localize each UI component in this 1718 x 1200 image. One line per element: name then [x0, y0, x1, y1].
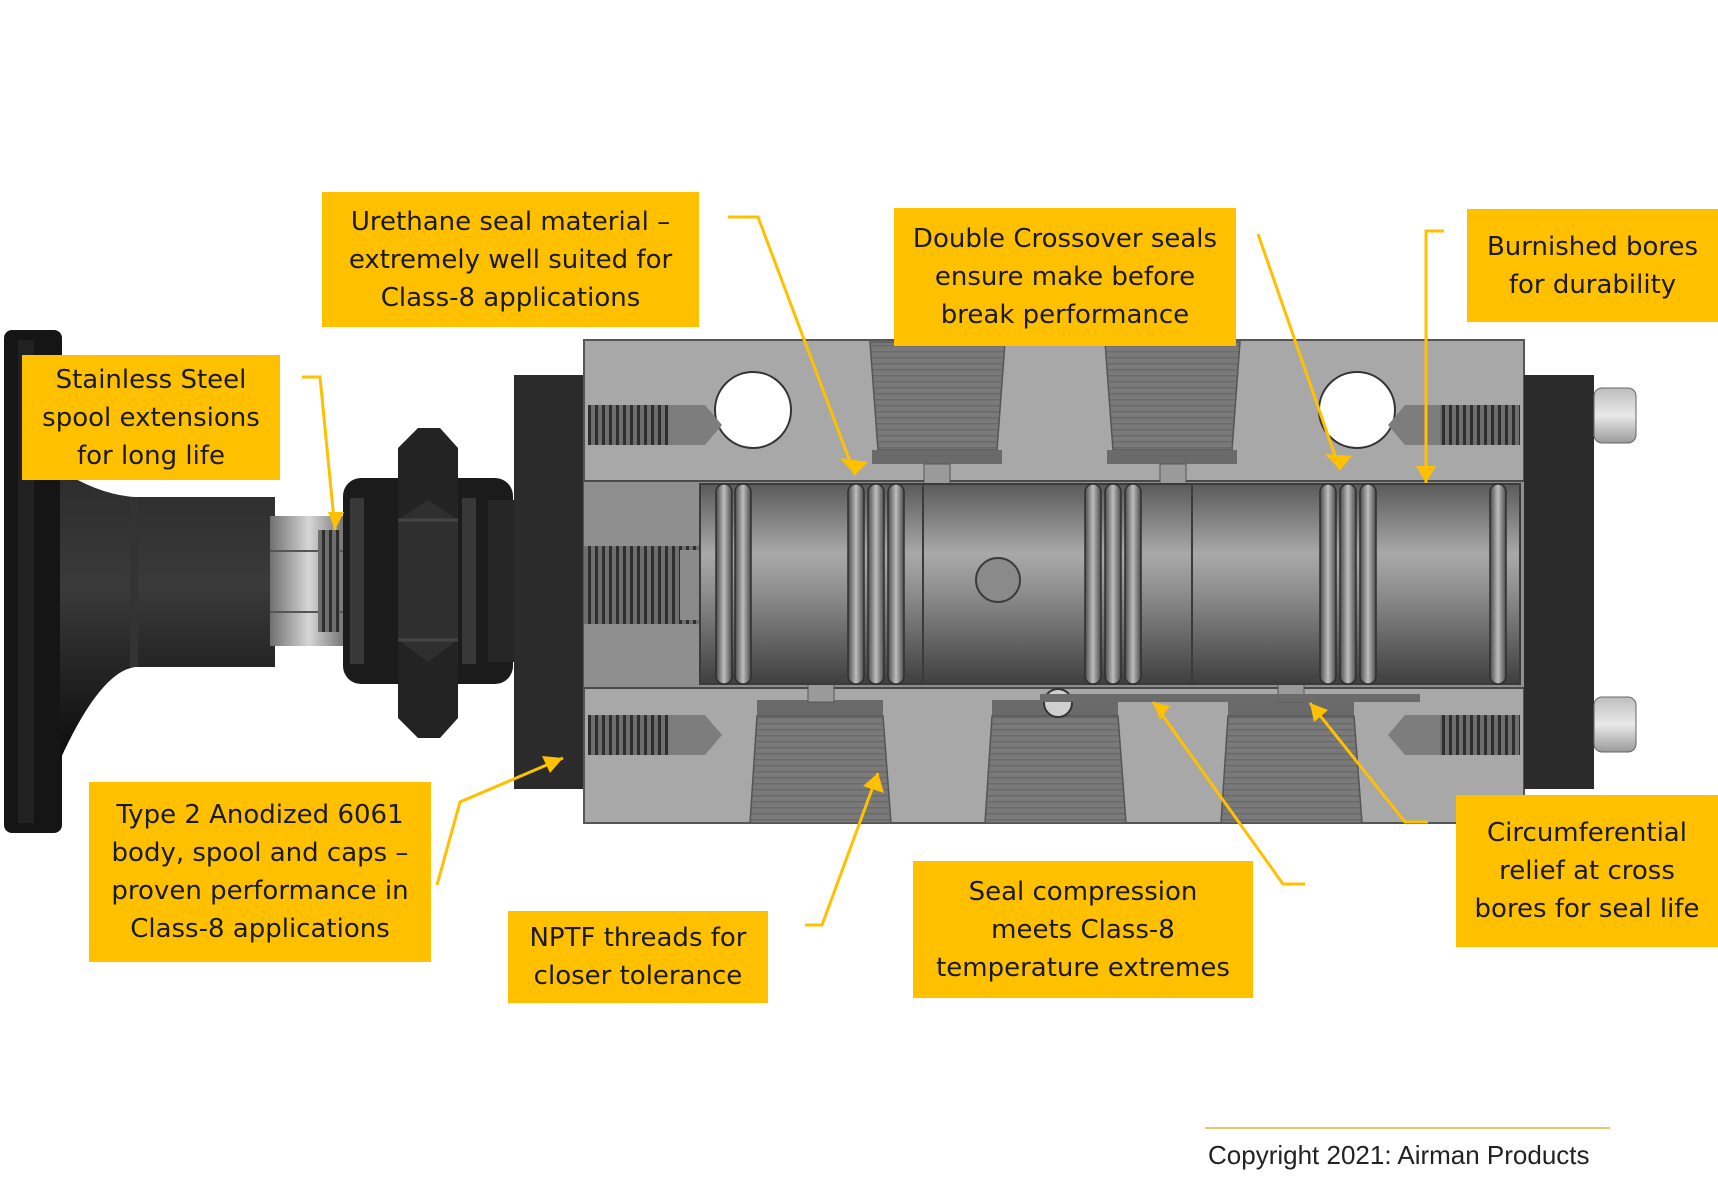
callout-seal-compression: Seal compression meets Class-8 temperatu…: [913, 861, 1253, 998]
threaded-screw-hole: [588, 715, 722, 755]
seal-ring: [1124, 483, 1142, 685]
leader-line: [302, 375, 337, 531]
arrowhead: [863, 773, 884, 793]
callout-circumferential-relief: Circumferential relief at cross bores fo…: [1456, 795, 1718, 947]
seal-ring: [1339, 483, 1357, 685]
leader-line: [1308, 702, 1428, 824]
spool-extension: [270, 516, 348, 646]
seal-ring: [1084, 483, 1102, 685]
threaded-screw-hole: [588, 405, 722, 445]
nptf-port: [1104, 341, 1241, 491]
arrowhead: [542, 756, 563, 773]
arrowhead: [1416, 466, 1436, 483]
leader-line: [1151, 701, 1305, 886]
seal-ring: [1489, 483, 1507, 685]
right-end-cap: [1524, 375, 1637, 789]
leader-line: [1256, 233, 1342, 471]
nptf-port: [984, 688, 1127, 824]
copyright-divider: [1205, 1127, 1610, 1129]
leader-line: [805, 772, 880, 927]
leader-line: [435, 756, 564, 886]
callout-stainless-steel: Stainless Steel spool extensions for lon…: [22, 355, 280, 480]
left-end-cap: [514, 375, 584, 789]
seal-ring: [715, 483, 733, 685]
seal-ring: [734, 483, 752, 685]
arrowhead: [840, 458, 868, 475]
arrowhead: [1153, 702, 1170, 720]
leader-line: [728, 215, 857, 476]
seal-ring: [1359, 483, 1377, 685]
seal-ring: [867, 483, 885, 685]
seal-ring: [887, 483, 905, 685]
seal-rings: [715, 483, 1507, 685]
arrowhead: [328, 512, 344, 530]
callout-anodized-body: Type 2 Anodized 6061 body, spool and cap…: [89, 782, 431, 962]
callout-leaders: [302, 215, 1444, 927]
seal-ring: [1319, 483, 1337, 685]
seal-ring: [1104, 483, 1122, 685]
callout-burnished-bores: Burnished bores for durability: [1467, 209, 1718, 322]
callout-double-crossover: Double Crossover seals ensure make befor…: [894, 208, 1236, 346]
callout-urethane-seal: Urethane seal material – extremely well …: [322, 192, 699, 327]
arrowhead: [1310, 703, 1328, 722]
seal-ring: [847, 483, 865, 685]
copyright-text: Copyright 2021: Airman Products: [1208, 1140, 1590, 1170]
arrowhead: [1325, 454, 1352, 470]
threaded-screw-hole: [1388, 715, 1520, 755]
panel-mount-nut: [343, 428, 518, 738]
threaded-screw-hole: [1388, 405, 1520, 445]
leader-line: [1424, 229, 1444, 483]
callout-nptf-threads: NPTF threads for closer tolerance: [508, 911, 768, 1003]
